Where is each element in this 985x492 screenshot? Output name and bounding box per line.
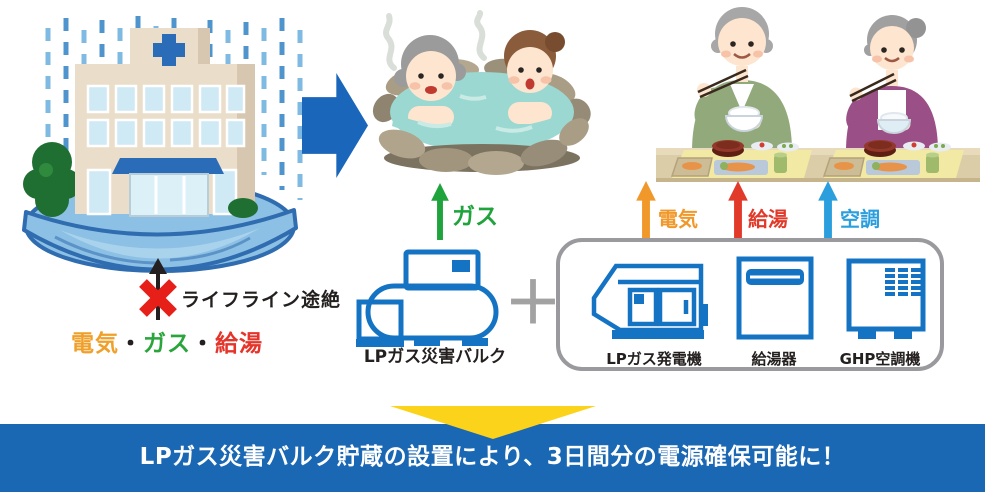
- tank-label: LPガス災害バルク: [363, 347, 507, 367]
- electricity-arrow-label: 電気: [658, 207, 698, 231]
- separator-dot: ・: [191, 331, 215, 357]
- rocks-front: [378, 118, 589, 175]
- air-conditioner-label: GHP空調機: [839, 350, 921, 368]
- water-heater-label: 給湯器: [751, 350, 797, 368]
- medical-cross-icon: [153, 34, 185, 66]
- diner-man: [692, 7, 792, 152]
- lp-gas-bulk-tank-icon: [356, 249, 499, 347]
- steam: [383, 10, 487, 71]
- meal-setting-right: [822, 140, 951, 177]
- lifeline-cut-label: ライフライン途絶: [181, 289, 342, 311]
- elderly-couple-dining-illustration: [656, 7, 980, 182]
- entrance-glass: [129, 173, 209, 217]
- conclusion-text: LPガス災害バルク貯蔵の設置により、3日間分の電源確保可能に！: [139, 444, 846, 470]
- plus-icon: ＋: [504, 269, 563, 337]
- bather-right: [504, 30, 565, 124]
- ripples: [417, 94, 533, 133]
- air-conditioner-icon: [846, 258, 926, 339]
- diner-woman: [846, 15, 938, 152]
- generator-icon: [591, 263, 708, 339]
- water-front: [392, 112, 572, 143]
- water-heater-icon: [736, 256, 814, 340]
- bather-left: [394, 35, 466, 128]
- air-conditioning-arrow-label: 空調: [840, 207, 880, 231]
- separator-dot: ・: [119, 331, 143, 357]
- meal-setting-left: [670, 140, 799, 177]
- gas-up-arrow-icon: [431, 183, 449, 240]
- utility-electricity: 電気: [71, 331, 119, 357]
- x-mark-icon: [139, 279, 177, 317]
- generator-label: LPガス発電機: [606, 350, 702, 368]
- hot-water-arrow-label: 給湯: [748, 207, 788, 231]
- hot-spring-bath-illustration: [372, 10, 591, 175]
- entrance-awning: [112, 158, 224, 174]
- utility-gas: ガス: [143, 331, 191, 357]
- electricity-up-arrow-icon: [636, 181, 656, 238]
- air-conditioning-up-arrow-icon: [818, 181, 838, 238]
- tree: [23, 142, 81, 217]
- bush: [228, 198, 258, 218]
- hospital-building: [75, 28, 255, 217]
- flood-water-front: [22, 208, 298, 272]
- gas-arrow-label: ガス: [452, 204, 498, 230]
- hot-water-up-arrow-icon: [728, 181, 748, 238]
- lost-utilities-label: 電気・ガス・給湯: [71, 324, 263, 358]
- flooded-hospital-illustration: [22, 16, 303, 320]
- utility-hot-water: 給湯: [215, 331, 263, 357]
- equipment-box: LPガス発電機 給湯器 GHP空調機: [556, 238, 944, 371]
